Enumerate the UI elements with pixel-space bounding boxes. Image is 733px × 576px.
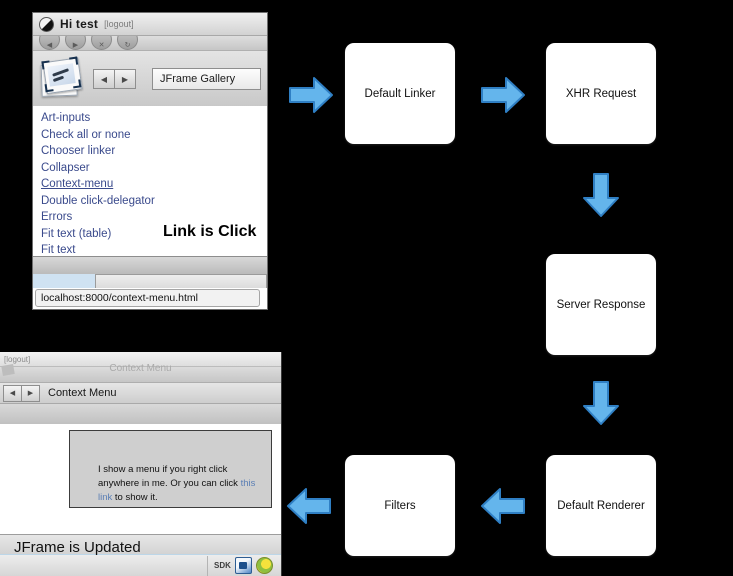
bottom-taskbar[interactable]: SDK <box>0 554 281 576</box>
taskbar-segment <box>0 555 208 576</box>
context-menu-content: I show a menu if you right click anywher… <box>0 424 281 536</box>
gallery-link-list: Art-inputs Check all or none Chooser lin… <box>33 106 267 260</box>
context-menu-window[interactable]: [logout] Context Menu ◀ ▶ Context Menu I… <box>0 352 282 576</box>
nav-button-group: ◀ ▶ <box>93 69 136 89</box>
toolbar-button-row: ◀ ▶ ✕ ↻ <box>33 36 267 51</box>
flow-node-default-renderer[interactable]: Default Renderer <box>546 455 656 556</box>
flow-node-default-linker[interactable]: Default Linker <box>345 43 455 144</box>
ghost-window-title: Context Menu <box>109 363 172 374</box>
flow-node-label: Default Renderer <box>557 499 645 512</box>
flow-node-label: Default Linker <box>364 87 436 100</box>
status-url-field: localhost:8000/context-menu.html <box>35 289 260 307</box>
split-bar[interactable] <box>33 256 267 276</box>
location-field[interactable]: JFrame Gallery <box>152 68 261 90</box>
arrow-in-icon <box>288 75 334 115</box>
show-menu-link[interactable]: this link <box>98 478 256 503</box>
instruction-line-1: I show a menu if you right click <box>98 464 228 475</box>
window-titlebar: Hi test [logout] <box>33 13 267 36</box>
arrow-renderer-to-filters-icon <box>480 486 526 526</box>
instruction-line-3: to show it. <box>112 492 158 503</box>
sdk-label: SDK <box>214 561 231 570</box>
flow-node-label: Server Response <box>556 298 646 311</box>
flow-node-label: Filters <box>384 499 416 512</box>
bottom-nav-back-button[interactable]: ◀ <box>3 384 22 402</box>
link-collapser[interactable]: Collapser <box>41 161 90 174</box>
link-errors[interactable]: Errors <box>41 211 73 223</box>
bottom-page-title: Context Menu <box>48 387 117 399</box>
link-art-inputs[interactable]: Art-inputs <box>41 112 91 124</box>
flow-node-label: XHR Request <box>565 87 637 100</box>
link-fit-text-table[interactable]: Fit text (table) <box>41 227 112 240</box>
context-menu-target-box[interactable]: I show a menu if you right click anywher… <box>69 430 272 508</box>
document-icon[interactable] <box>234 557 252 574</box>
bottom-nav-bar: ◀ ▶ Context Menu <box>0 383 281 404</box>
browser-toolbar: ◀ ▶ JFrame Gallery <box>33 51 267 108</box>
ghost-title-bar: Context Menu <box>0 363 281 383</box>
context-menu-instructions: I show a menu if you right click anywher… <box>98 463 258 505</box>
swirl-icon[interactable] <box>255 557 273 574</box>
back-button[interactable]: ◀ <box>39 36 60 50</box>
link-check-all-or-none[interactable]: Check all or none <box>41 128 131 141</box>
bottom-window-titlebar: [logout] <box>0 352 281 367</box>
forward-button[interactable]: ▶ <box>65 36 86 50</box>
jframe-gallery-window[interactable]: Hi test [logout] ◀ ▶ ✕ ↻ ◀ ▶ JFrame Gall… <box>32 12 268 310</box>
bottom-logout-link[interactable]: [logout] <box>4 354 31 364</box>
link-fit-text[interactable]: Fit text <box>41 244 76 256</box>
flow-node-filters[interactable]: Filters <box>345 455 455 556</box>
nav-back-button[interactable]: ◀ <box>93 69 115 89</box>
logout-link[interactable]: [logout] <box>104 19 134 29</box>
lower-pane: localhost:8000/context-menu.html <box>33 274 267 309</box>
flow-node-xhr-request[interactable]: XHR Request <box>546 43 656 144</box>
arrow-server-to-renderer-icon <box>581 380 621 426</box>
flow-node-server-response[interactable]: Server Response <box>546 254 656 355</box>
arrow-out-icon <box>286 486 332 526</box>
nav-forward-button[interactable]: ▶ <box>115 69 136 89</box>
link-chooser-linker[interactable]: Chooser linker <box>41 145 116 157</box>
reload-button[interactable]: ↻ <box>117 36 138 50</box>
tab-strip[interactable] <box>33 274 267 288</box>
jframe-status-text: JFrame is Updated <box>14 539 141 556</box>
greeting-label: Hi test <box>60 17 99 31</box>
arrow-linker-to-xhr-icon <box>480 75 526 115</box>
link-double-click-delegator[interactable]: Double click-delegator <box>41 194 155 207</box>
half-filled-circle-icon <box>39 16 54 32</box>
arrow-xhr-to-server-icon <box>581 172 621 218</box>
link-clicked-message: Link is Click <box>163 223 257 240</box>
stop-button[interactable]: ✕ <box>91 36 112 50</box>
instruction-line-2: anywhere in me. Or you can click <box>98 478 238 489</box>
photo-gallery-icon <box>36 55 85 103</box>
bottom-nav-forward-button[interactable]: ▶ <box>22 384 40 402</box>
link-context-menu[interactable]: Context-menu <box>41 178 114 190</box>
